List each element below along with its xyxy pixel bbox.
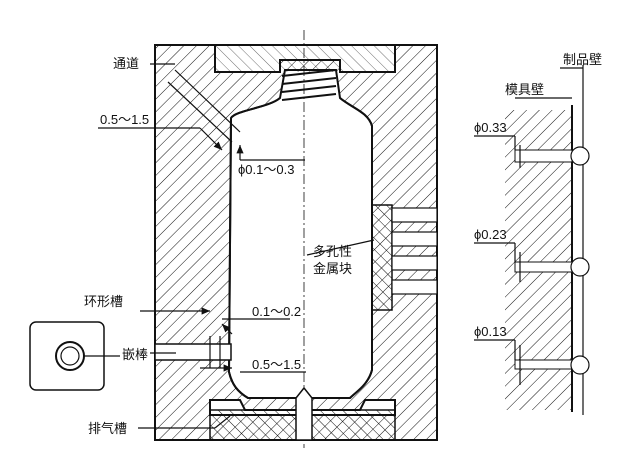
- mold-body: [154, 30, 438, 448]
- vent-hole-2: [514, 252, 590, 282]
- label-insert-gap: 0.1～0.2: [252, 304, 301, 319]
- mold-wall-hatch: [505, 110, 572, 410]
- label-channel: 通道: [113, 57, 139, 72]
- label-dia-1: ϕ0.33: [474, 120, 507, 135]
- vent-channel: [174, 69, 241, 133]
- sprue-block-hatch: [215, 45, 395, 72]
- insert-rod: [154, 336, 232, 368]
- label-product-wall: 制品壁: [563, 53, 602, 68]
- wall-vent-detail: [474, 65, 590, 415]
- label-vent-groove: 排气槽: [88, 421, 127, 437]
- neck-threads: [281, 69, 337, 101]
- vent-hole-1: [514, 145, 590, 168]
- label-hole-dia-range: ϕ0.1～0.3: [238, 162, 294, 177]
- label-porous-metal-1: 多孔性: [313, 244, 352, 260]
- label-mold-wall: 模具壁: [505, 83, 544, 98]
- label-dia-3: ϕ0.13: [474, 324, 507, 339]
- vent-groove-shape: [295, 386, 313, 441]
- label-insert-rod: 嵌棒: [122, 348, 148, 363]
- label-gap-range: 0.5～1.5: [100, 112, 149, 127]
- label-dia-2: ϕ0.23: [474, 227, 507, 242]
- cavity-outline: [227, 97, 373, 399]
- insert-end-view: [29, 321, 120, 391]
- label-porous-metal-2: 金属块: [313, 261, 352, 277]
- vent-channel-2: [167, 81, 233, 143]
- leaders-main: [98, 63, 375, 429]
- vent-hole-3: [514, 345, 590, 385]
- label-ring-groove: 环形槽: [84, 295, 123, 310]
- label-insert-depth: 0.5～1.5: [252, 357, 301, 372]
- porous-metal-block: [371, 204, 438, 311]
